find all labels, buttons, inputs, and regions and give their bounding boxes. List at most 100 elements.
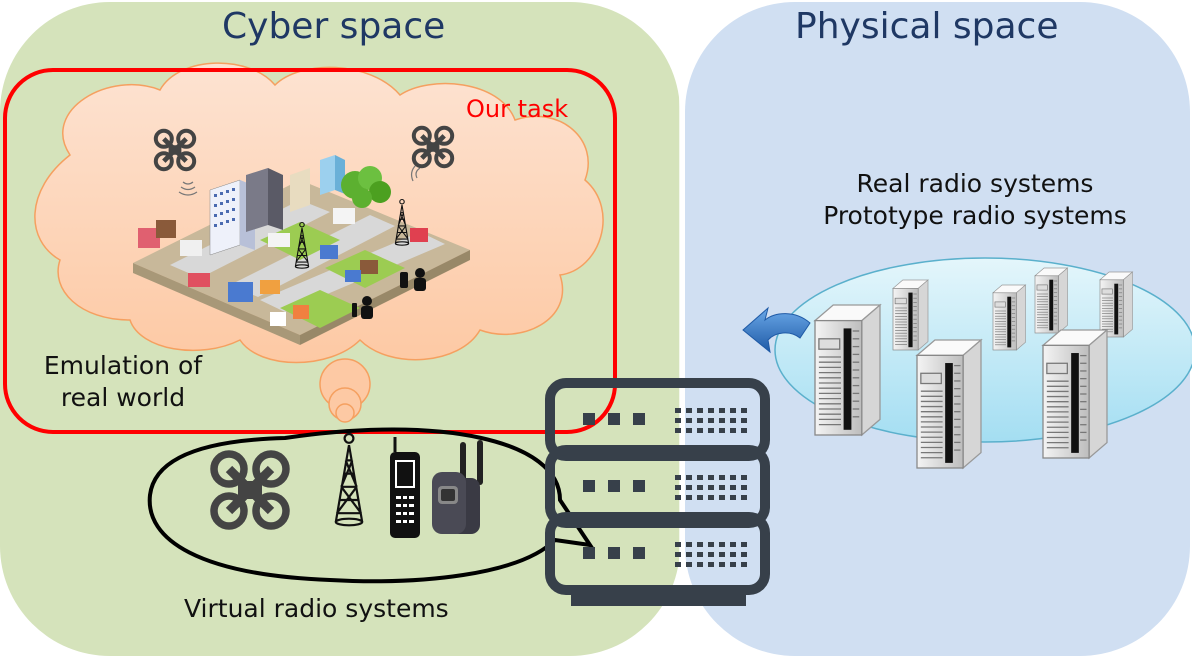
- rack-vent-dot: [697, 485, 703, 490]
- rack-vent-dot: [741, 552, 747, 557]
- physical-systems-label: Real radio systems Prototype radio syste…: [795, 168, 1155, 232]
- server-rack-icon: [545, 378, 770, 606]
- rack-vent-dot: [697, 562, 703, 567]
- virtual-systems-bubble: [147, 427, 595, 584]
- building-icon: [290, 155, 345, 212]
- rack-vent-dot: [686, 495, 692, 500]
- server-icon: [1034, 267, 1068, 334]
- rack-vent-dot: [708, 428, 714, 433]
- rack-indicator-light: [608, 413, 620, 425]
- server-icon: [916, 339, 982, 469]
- rack-vent-dot: [741, 408, 747, 413]
- rack-vent-dot: [697, 475, 703, 480]
- rack-vent-dot: [708, 562, 714, 567]
- rack-vent-dot: [675, 408, 681, 413]
- emulation-label-line2: real world: [60, 383, 186, 412]
- physical-systems-label-line2: Prototype radio systems: [823, 201, 1127, 230]
- rack-vent-dot: [686, 408, 692, 413]
- rack-vent-dot: [741, 495, 747, 500]
- rack-vent-dot: [675, 542, 681, 547]
- our-task-boundary: [3, 68, 617, 434]
- rack-vent-dot: [675, 562, 681, 567]
- rack-vent-dot: [719, 562, 725, 567]
- rack-vent-dot: [697, 542, 703, 547]
- emulation-label-line1: Emulation of: [43, 351, 203, 380]
- server-icon: [1042, 329, 1108, 459]
- rack-vent-dot: [741, 475, 747, 480]
- rack-indicator-light: [583, 547, 595, 559]
- rack-indicator-light: [583, 413, 595, 425]
- rack-vent-dot: [697, 418, 703, 423]
- signal-waves-icon: [178, 164, 421, 196]
- rack-vent-dot: [719, 485, 725, 490]
- rack-indicator-light: [633, 413, 645, 425]
- physical-space-title: Physical space: [795, 6, 1059, 47]
- rack-vent-dot: [686, 428, 692, 433]
- rack-vent-dot: [675, 485, 681, 490]
- rack-vent-dot: [686, 542, 692, 547]
- rack-vent-dot: [697, 408, 703, 413]
- rack-vent-dot: [730, 475, 736, 480]
- rack-vent-dot: [697, 495, 703, 500]
- emulation-label: Emulation of real world: [30, 350, 216, 414]
- rack-vent-dot: [741, 562, 747, 567]
- rack-vent-dot: [719, 475, 725, 480]
- city-scene: [133, 155, 470, 345]
- rack-vent-dot: [686, 562, 692, 567]
- rack-vent-dot: [741, 542, 747, 547]
- rack-vent-dot: [719, 542, 725, 547]
- rack-vent-dot: [741, 418, 747, 423]
- server-icon: [1099, 271, 1133, 338]
- curved-arrow-icon: [742, 306, 811, 354]
- server-icon: [992, 284, 1026, 351]
- rack-vent-dot: [730, 542, 736, 547]
- rack-vent-dot: [708, 408, 714, 413]
- rack-vent-dot: [708, 542, 714, 547]
- server-icon: [892, 279, 929, 351]
- rack-vent-dot: [719, 428, 725, 433]
- rack-vent-dot: [686, 485, 692, 490]
- rack-indicator-light: [608, 547, 620, 559]
- rack-vent-dot: [719, 408, 725, 413]
- rack-vent-dot: [675, 428, 681, 433]
- rack-vent-dot: [730, 418, 736, 423]
- virtual-systems-label: Virtual radio systems: [184, 594, 449, 623]
- rack-vent-dot: [708, 495, 714, 500]
- server-icon: [814, 304, 881, 436]
- building-icon: [246, 168, 283, 232]
- rack-vent-dot: [708, 552, 714, 557]
- house-icon: [138, 208, 428, 326]
- mobile-phone-icon: [390, 437, 420, 538]
- rack-vent-dot: [675, 552, 681, 557]
- rack-indicator-light: [583, 480, 595, 492]
- walkie-talkie-icon: [432, 440, 483, 534]
- rack-vent-dot: [708, 418, 714, 423]
- rack-vent-dot: [686, 418, 692, 423]
- rack-vent-dot: [719, 418, 725, 423]
- physical-systems-label-line1: Real radio systems: [856, 169, 1094, 198]
- rack-vent-dot: [675, 418, 681, 423]
- person-icon: [352, 268, 426, 319]
- rack-vent-dot: [675, 495, 681, 500]
- tree-icon: [341, 166, 391, 208]
- rack-indicator-light: [633, 480, 645, 492]
- rack-vent-dot: [730, 485, 736, 490]
- rack-vent-dot: [741, 485, 747, 490]
- rack-vent-dot: [730, 552, 736, 557]
- rack-indicator-light: [633, 547, 645, 559]
- rack-vent-dot: [708, 475, 714, 480]
- cyber-space-title: Cyber space: [222, 6, 446, 47]
- rack-vent-dot: [730, 428, 736, 433]
- rack-vent-dot: [730, 562, 736, 567]
- rack-vent-dot: [697, 552, 703, 557]
- rack-vent-dot: [741, 428, 747, 433]
- rack-vent-dot: [719, 552, 725, 557]
- rack-vent-dot: [697, 428, 703, 433]
- rack-vent-dot: [686, 475, 692, 480]
- rack-vent-dot: [730, 408, 736, 413]
- rack-vent-dot: [686, 552, 692, 557]
- rack-vent-dot: [708, 485, 714, 490]
- rack-indicator-light: [608, 480, 620, 492]
- rack-vent-dot: [719, 495, 725, 500]
